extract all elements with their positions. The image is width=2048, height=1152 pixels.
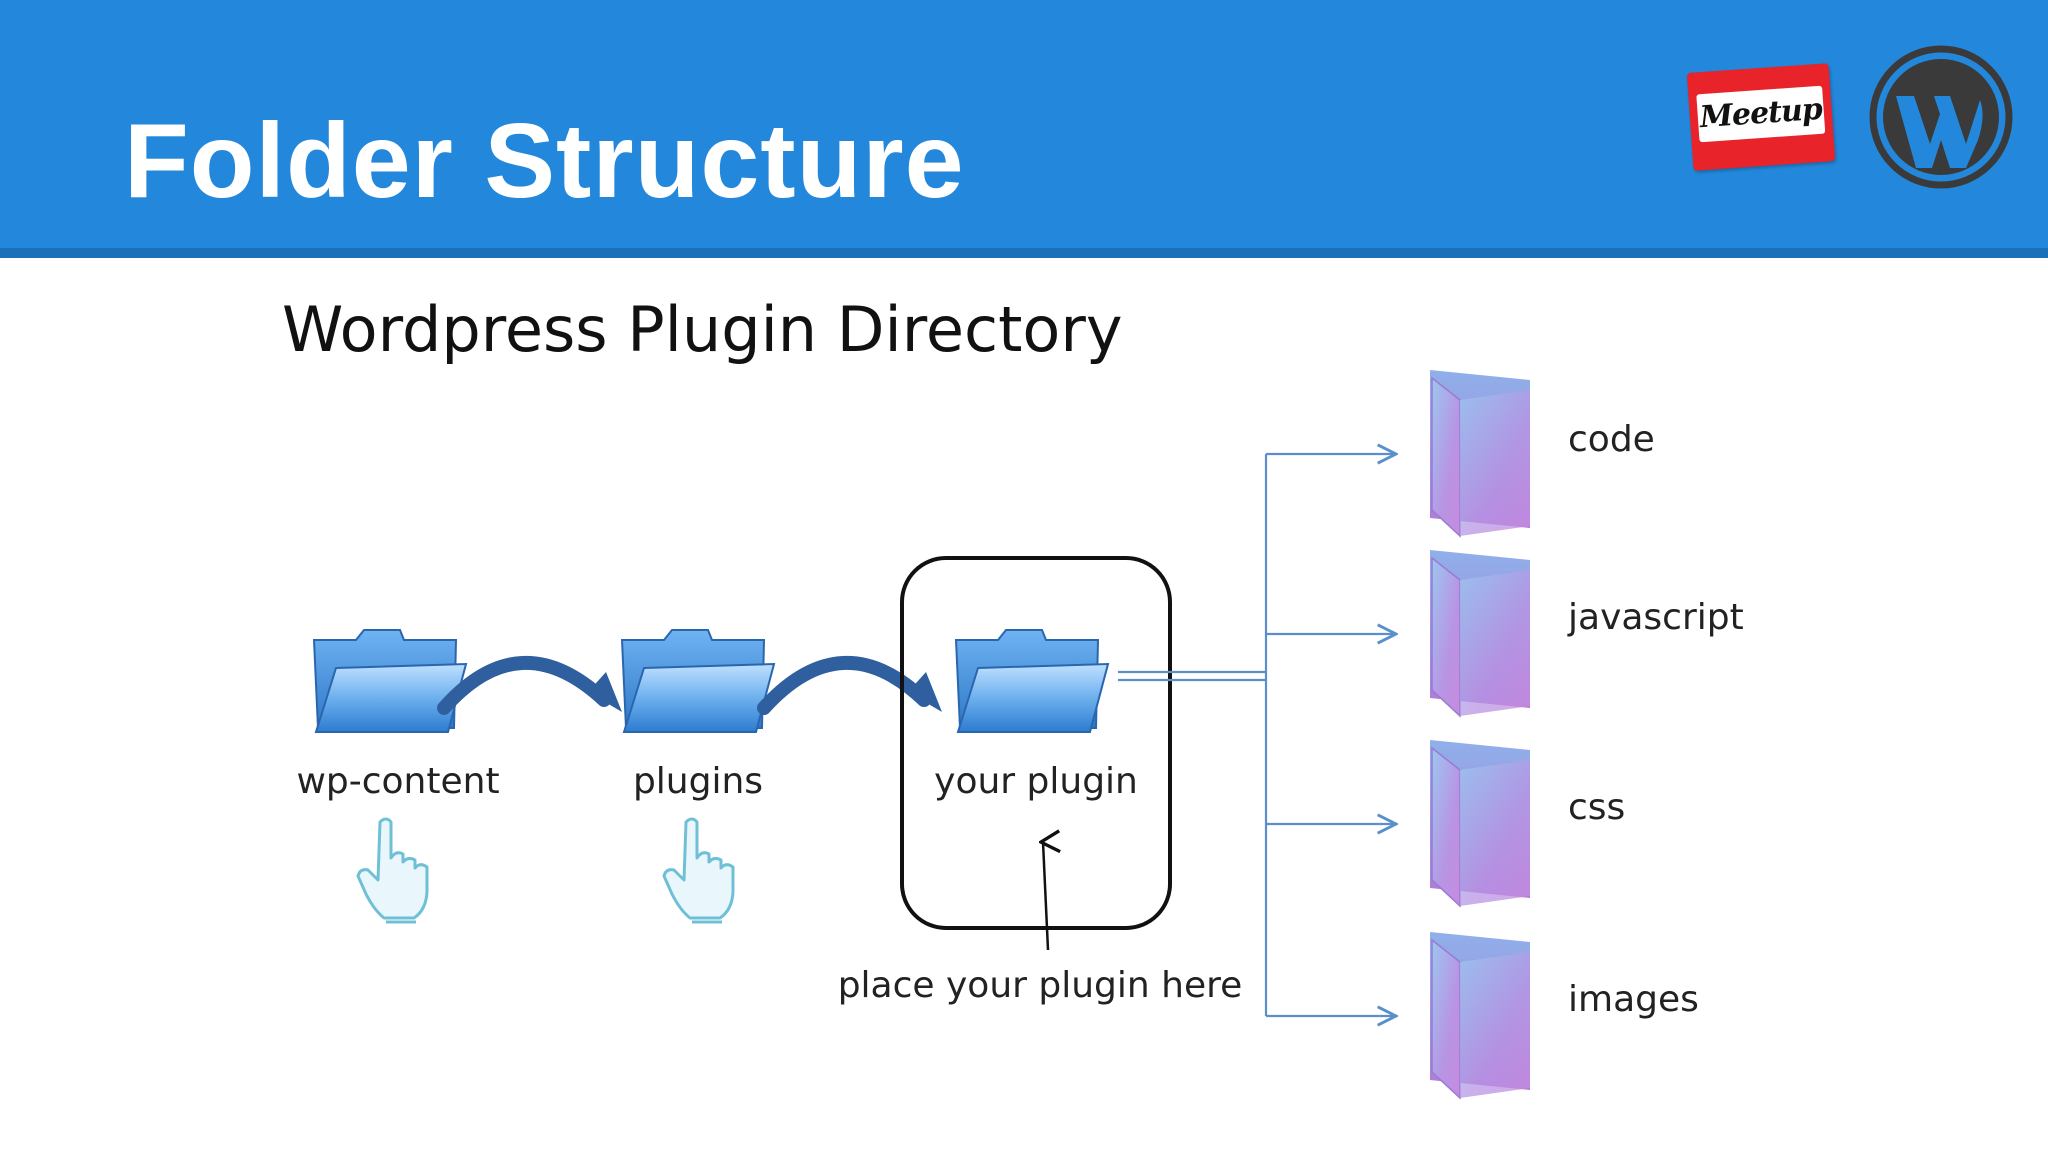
slide-header: Folder Structure Meetup bbox=[0, 0, 2048, 258]
folder-icon-wp-content bbox=[312, 629, 468, 733]
subfolder-label-css: css bbox=[1568, 787, 1626, 828]
subfolder-label-javascript: javascript bbox=[1568, 597, 1744, 638]
purple-folder-icon-css bbox=[1430, 740, 1530, 908]
diagram-heading: Wordpress Plugin Directory bbox=[282, 293, 1123, 366]
callout-label: place your plugin here bbox=[837, 965, 1243, 1006]
folder-label-your-plugin: your plugin bbox=[934, 761, 1138, 802]
purple-folder-icon-images bbox=[1430, 932, 1530, 1100]
folder-label-plugins: plugins bbox=[632, 761, 764, 802]
folder-icon-your-plugin bbox=[954, 629, 1110, 733]
subfolder-label-images: images bbox=[1568, 979, 1699, 1020]
curved-arrow-2 bbox=[757, 655, 942, 715]
hand-pointer-icon-wp-content bbox=[356, 817, 429, 924]
subfolder-label-code: code bbox=[1568, 419, 1655, 460]
slide-title: Folder Structure bbox=[124, 102, 965, 220]
wordpress-logo-icon bbox=[1869, 45, 2013, 189]
folder-icon-plugins bbox=[620, 629, 776, 733]
subfolder-connector bbox=[1118, 454, 1396, 1016]
purple-folder-icon-javascript bbox=[1430, 550, 1530, 718]
folder-label-wp-content: wp-content bbox=[296, 761, 500, 802]
curved-arrow-1 bbox=[437, 655, 622, 715]
callout-arrow bbox=[1043, 842, 1048, 951]
hand-pointer-icon-plugins bbox=[662, 817, 735, 924]
purple-folder-icon-code bbox=[1430, 370, 1530, 538]
your-plugin-box bbox=[900, 556, 1172, 930]
